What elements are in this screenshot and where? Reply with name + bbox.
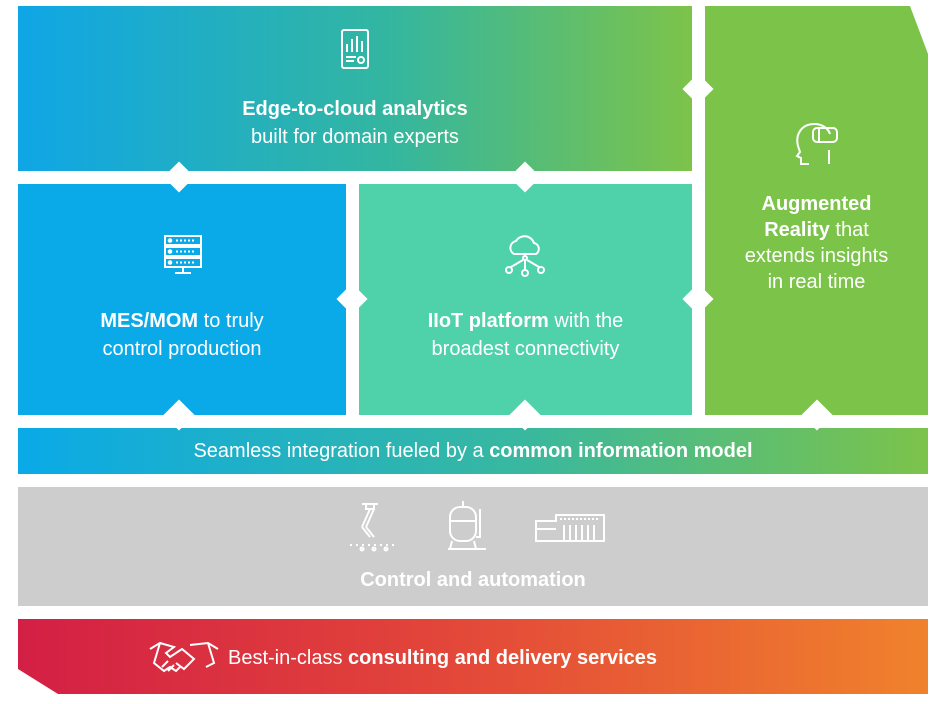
- iiot-platform-block: IIoT platform with the broadest connecti…: [359, 184, 692, 415]
- mes-mom-block: MES/MOM to truly control production: [18, 184, 346, 415]
- control-automation-block: Control and automation: [18, 487, 928, 606]
- ar-line4: in real time: [767, 271, 866, 293]
- server-rack-icon: [163, 234, 203, 276]
- vr-headset-icon: [793, 118, 839, 168]
- edge-subtitle: built for domain experts: [251, 126, 459, 148]
- tablet-chart-icon: [340, 28, 370, 70]
- iiot-subtitle: broadest connectivity: [431, 338, 620, 360]
- services-text: Best-in-class: [228, 647, 349, 669]
- integration-bar: Seamless integration fueled by a common …: [18, 428, 928, 474]
- services-bold: consulting and delivery services: [348, 647, 658, 669]
- ar-line1: Augmented: [761, 193, 872, 215]
- mes-subtitle: control production: [102, 338, 262, 360]
- mes-title: MES/MOM: [100, 310, 199, 332]
- edge-title: Edge-to-cloud analytics: [242, 98, 468, 120]
- handshake-icon: [148, 637, 220, 677]
- augmented-reality-block: Augmented Reality that extends insights …: [705, 6, 928, 415]
- robot-arm-icon: [348, 501, 400, 553]
- ar-line2-rest: that: [829, 219, 869, 241]
- control-label: Control and automation: [360, 569, 586, 591]
- integration-text: Seamless integration fueled by a: [193, 440, 490, 462]
- ar-line2-bold: Reality: [764, 219, 830, 241]
- tank-icon: [444, 499, 490, 555]
- integration-bold: common information model: [489, 440, 753, 462]
- cloud-network-icon: [502, 234, 548, 278]
- iiot-title-rest: with the: [548, 310, 624, 332]
- mes-title-rest: to truly: [198, 310, 264, 332]
- iiot-title: IIoT platform: [427, 310, 549, 332]
- ar-line3: extends insights: [744, 245, 889, 267]
- services-bar: Best-in-class consulting and delivery se…: [18, 619, 928, 694]
- edge-analytics-block: Edge-to-cloud analytics built for domain…: [18, 6, 692, 171]
- plc-module-icon: [534, 511, 606, 545]
